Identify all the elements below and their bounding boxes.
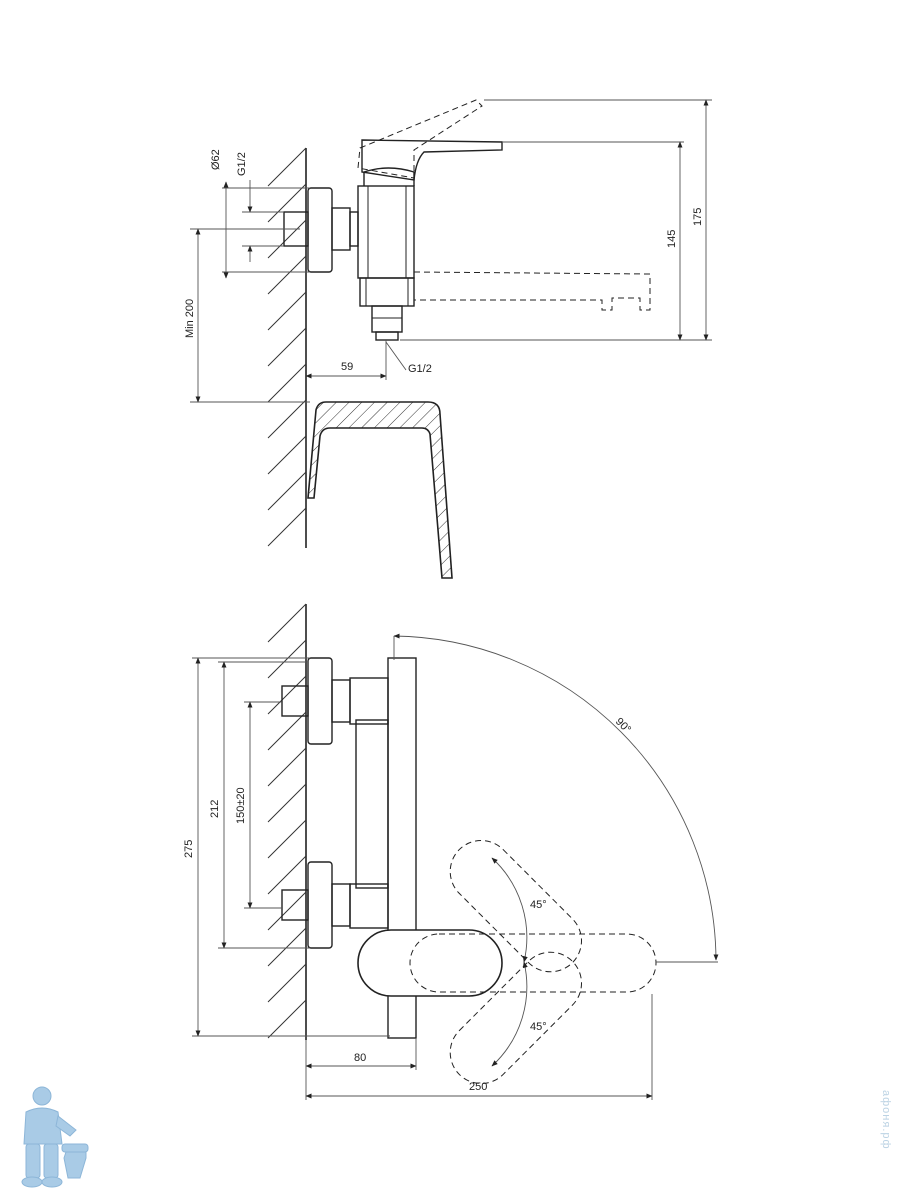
bottom-nut xyxy=(331,883,351,927)
diverter-body xyxy=(359,277,415,307)
dim-175: 175 xyxy=(692,208,704,226)
dim-250: 250 xyxy=(469,1081,487,1093)
dim-45-bottom: 45° xyxy=(530,1021,547,1033)
top-nut xyxy=(331,679,351,723)
dim-150: 150±20 xyxy=(235,787,247,824)
vertical-body xyxy=(355,719,389,889)
bottom-arm xyxy=(349,883,389,929)
dim-d62: Ø62 xyxy=(210,149,222,170)
front-view-dimensions xyxy=(192,633,719,1100)
outlet-thread xyxy=(375,331,399,341)
lever-handle xyxy=(361,139,503,181)
wall-hatching-bottom xyxy=(267,603,307,1039)
front-view-labels: 275 212 150±20 90° 45° 45° 80 250 xyxy=(183,716,633,1093)
dim-80: 80 xyxy=(354,1052,366,1064)
bath-rim-section xyxy=(307,401,453,579)
dim-min200: Min 200 xyxy=(184,299,196,338)
outlet-nipple xyxy=(371,305,403,333)
dim-g12-top: G1/2 xyxy=(236,152,248,176)
dim-59: 59 xyxy=(341,361,353,373)
escutcheon-flange xyxy=(307,187,333,273)
dim-275: 275 xyxy=(183,840,195,858)
side-view-dimensions xyxy=(190,99,712,403)
plumber-mascot-logo xyxy=(21,1086,89,1188)
side-view xyxy=(267,99,651,579)
dim-45-top: 45° xyxy=(530,899,547,911)
dim-145: 145 xyxy=(666,230,678,248)
lever-front xyxy=(357,929,503,997)
spout-dashed xyxy=(413,271,651,311)
top-arm xyxy=(349,677,389,725)
bottom-flange xyxy=(307,861,333,949)
dim-212: 212 xyxy=(209,800,221,818)
side-view-labels: Ø62 G1/2 Min 200 145 175 59 G1/2 xyxy=(184,149,704,375)
top-inlet-pipe xyxy=(281,685,309,717)
dim-g12-bottom: G1/2 xyxy=(408,363,432,375)
eccentric-nut xyxy=(331,207,351,251)
top-flange xyxy=(307,657,333,745)
nut-collar xyxy=(349,211,359,247)
wall-hatching xyxy=(267,147,307,547)
lever-raised-dashed xyxy=(357,99,483,179)
dim-90deg: 90° xyxy=(613,716,633,736)
watermark-text: афоня.рф xyxy=(880,1090,892,1150)
front-view xyxy=(267,603,657,1085)
